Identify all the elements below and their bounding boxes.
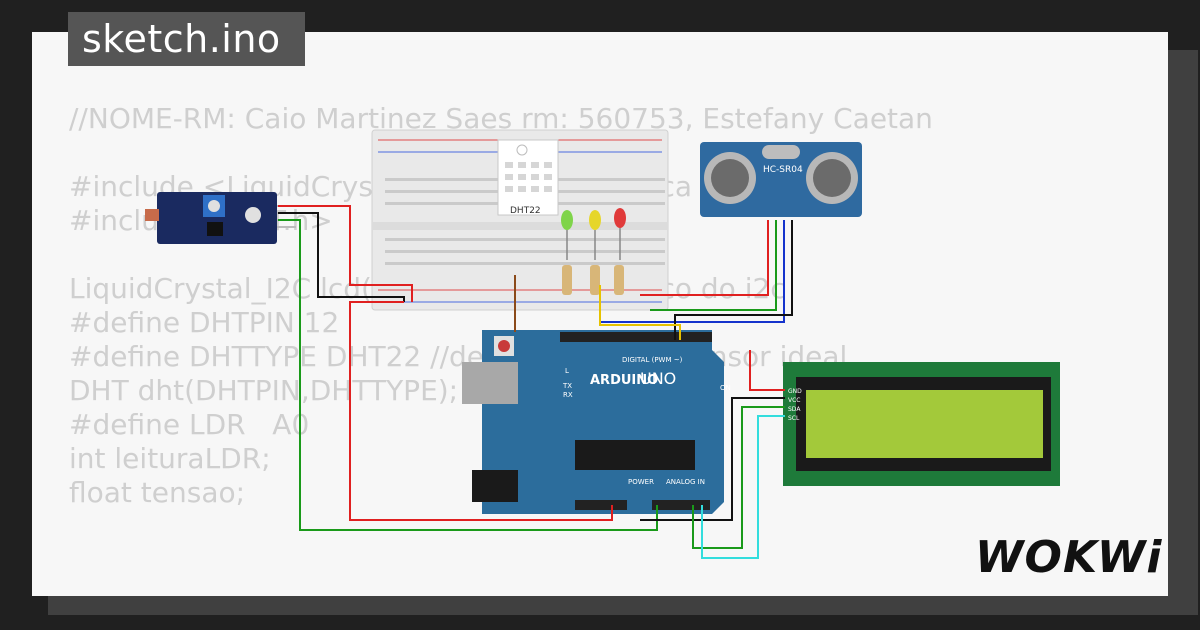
rx-label: RX	[563, 391, 573, 399]
code-line: #define DHTPIN 12	[69, 306, 340, 339]
wire-red	[749, 350, 785, 391]
wire-red	[349, 301, 613, 521]
wires	[278, 205, 793, 559]
wire-yellow	[599, 285, 681, 340]
arduino-brand: ARDUINO	[590, 373, 658, 388]
code-line: float tensao;	[69, 476, 246, 509]
analog-label: ANALOG IN	[666, 478, 705, 486]
green-led	[561, 210, 573, 230]
red-led	[614, 208, 626, 228]
resistor	[562, 265, 572, 295]
lcd-pin-vcc: VCC	[788, 397, 800, 404]
code-line: DHT dht(DHTPIN,DHTTYPE);	[69, 374, 459, 407]
wire-green	[278, 219, 658, 531]
lcd-pin-gnd: GND	[788, 388, 802, 395]
wire-green	[692, 406, 785, 549]
on-label: ON	[720, 384, 731, 392]
dht22-sensor: DHT22	[497, 139, 559, 216]
lcd-display: GND VCC SDA SCL	[783, 362, 1060, 486]
wire-black	[674, 220, 793, 340]
lcd-pin-sda: SDA	[788, 406, 801, 413]
leds	[561, 208, 626, 260]
wire-black	[278, 212, 405, 302]
power-label: POWER	[628, 478, 654, 486]
lcd-screen	[806, 390, 1043, 458]
code-line: #define LDR A0	[69, 408, 310, 441]
hc-sr04-label: HC-SR04	[763, 165, 803, 175]
lcd-pin-scl: SCL	[788, 415, 800, 422]
wire-cyan	[701, 415, 785, 559]
wire-green	[650, 220, 777, 311]
wire-black	[640, 397, 785, 521]
arduino-model: UNO	[640, 369, 676, 388]
digital-label: DIGITAL (PWM ~)	[622, 356, 683, 364]
l-label: L	[565, 367, 569, 375]
ldr-module	[145, 192, 296, 244]
code-line: int leituraLDR;	[69, 442, 271, 475]
resistor	[614, 265, 624, 295]
sketch-title: sketch.ino	[68, 12, 305, 66]
wire-blue	[600, 220, 785, 323]
wire-red	[640, 220, 769, 296]
arduino-uno: ARDUINO UNO DIGITAL (PWM ~) POWER ANALOG…	[462, 330, 731, 514]
resistors	[562, 265, 624, 295]
wire-red	[278, 205, 413, 302]
tx-label: TX	[562, 382, 572, 390]
yellow-led	[589, 210, 601, 230]
resistor	[590, 265, 600, 295]
wokwi-logo: WOKWi	[975, 532, 1163, 583]
dht22-label: DHT22	[510, 206, 541, 216]
hc-sr04-sensor: HC-SR04	[700, 142, 862, 217]
